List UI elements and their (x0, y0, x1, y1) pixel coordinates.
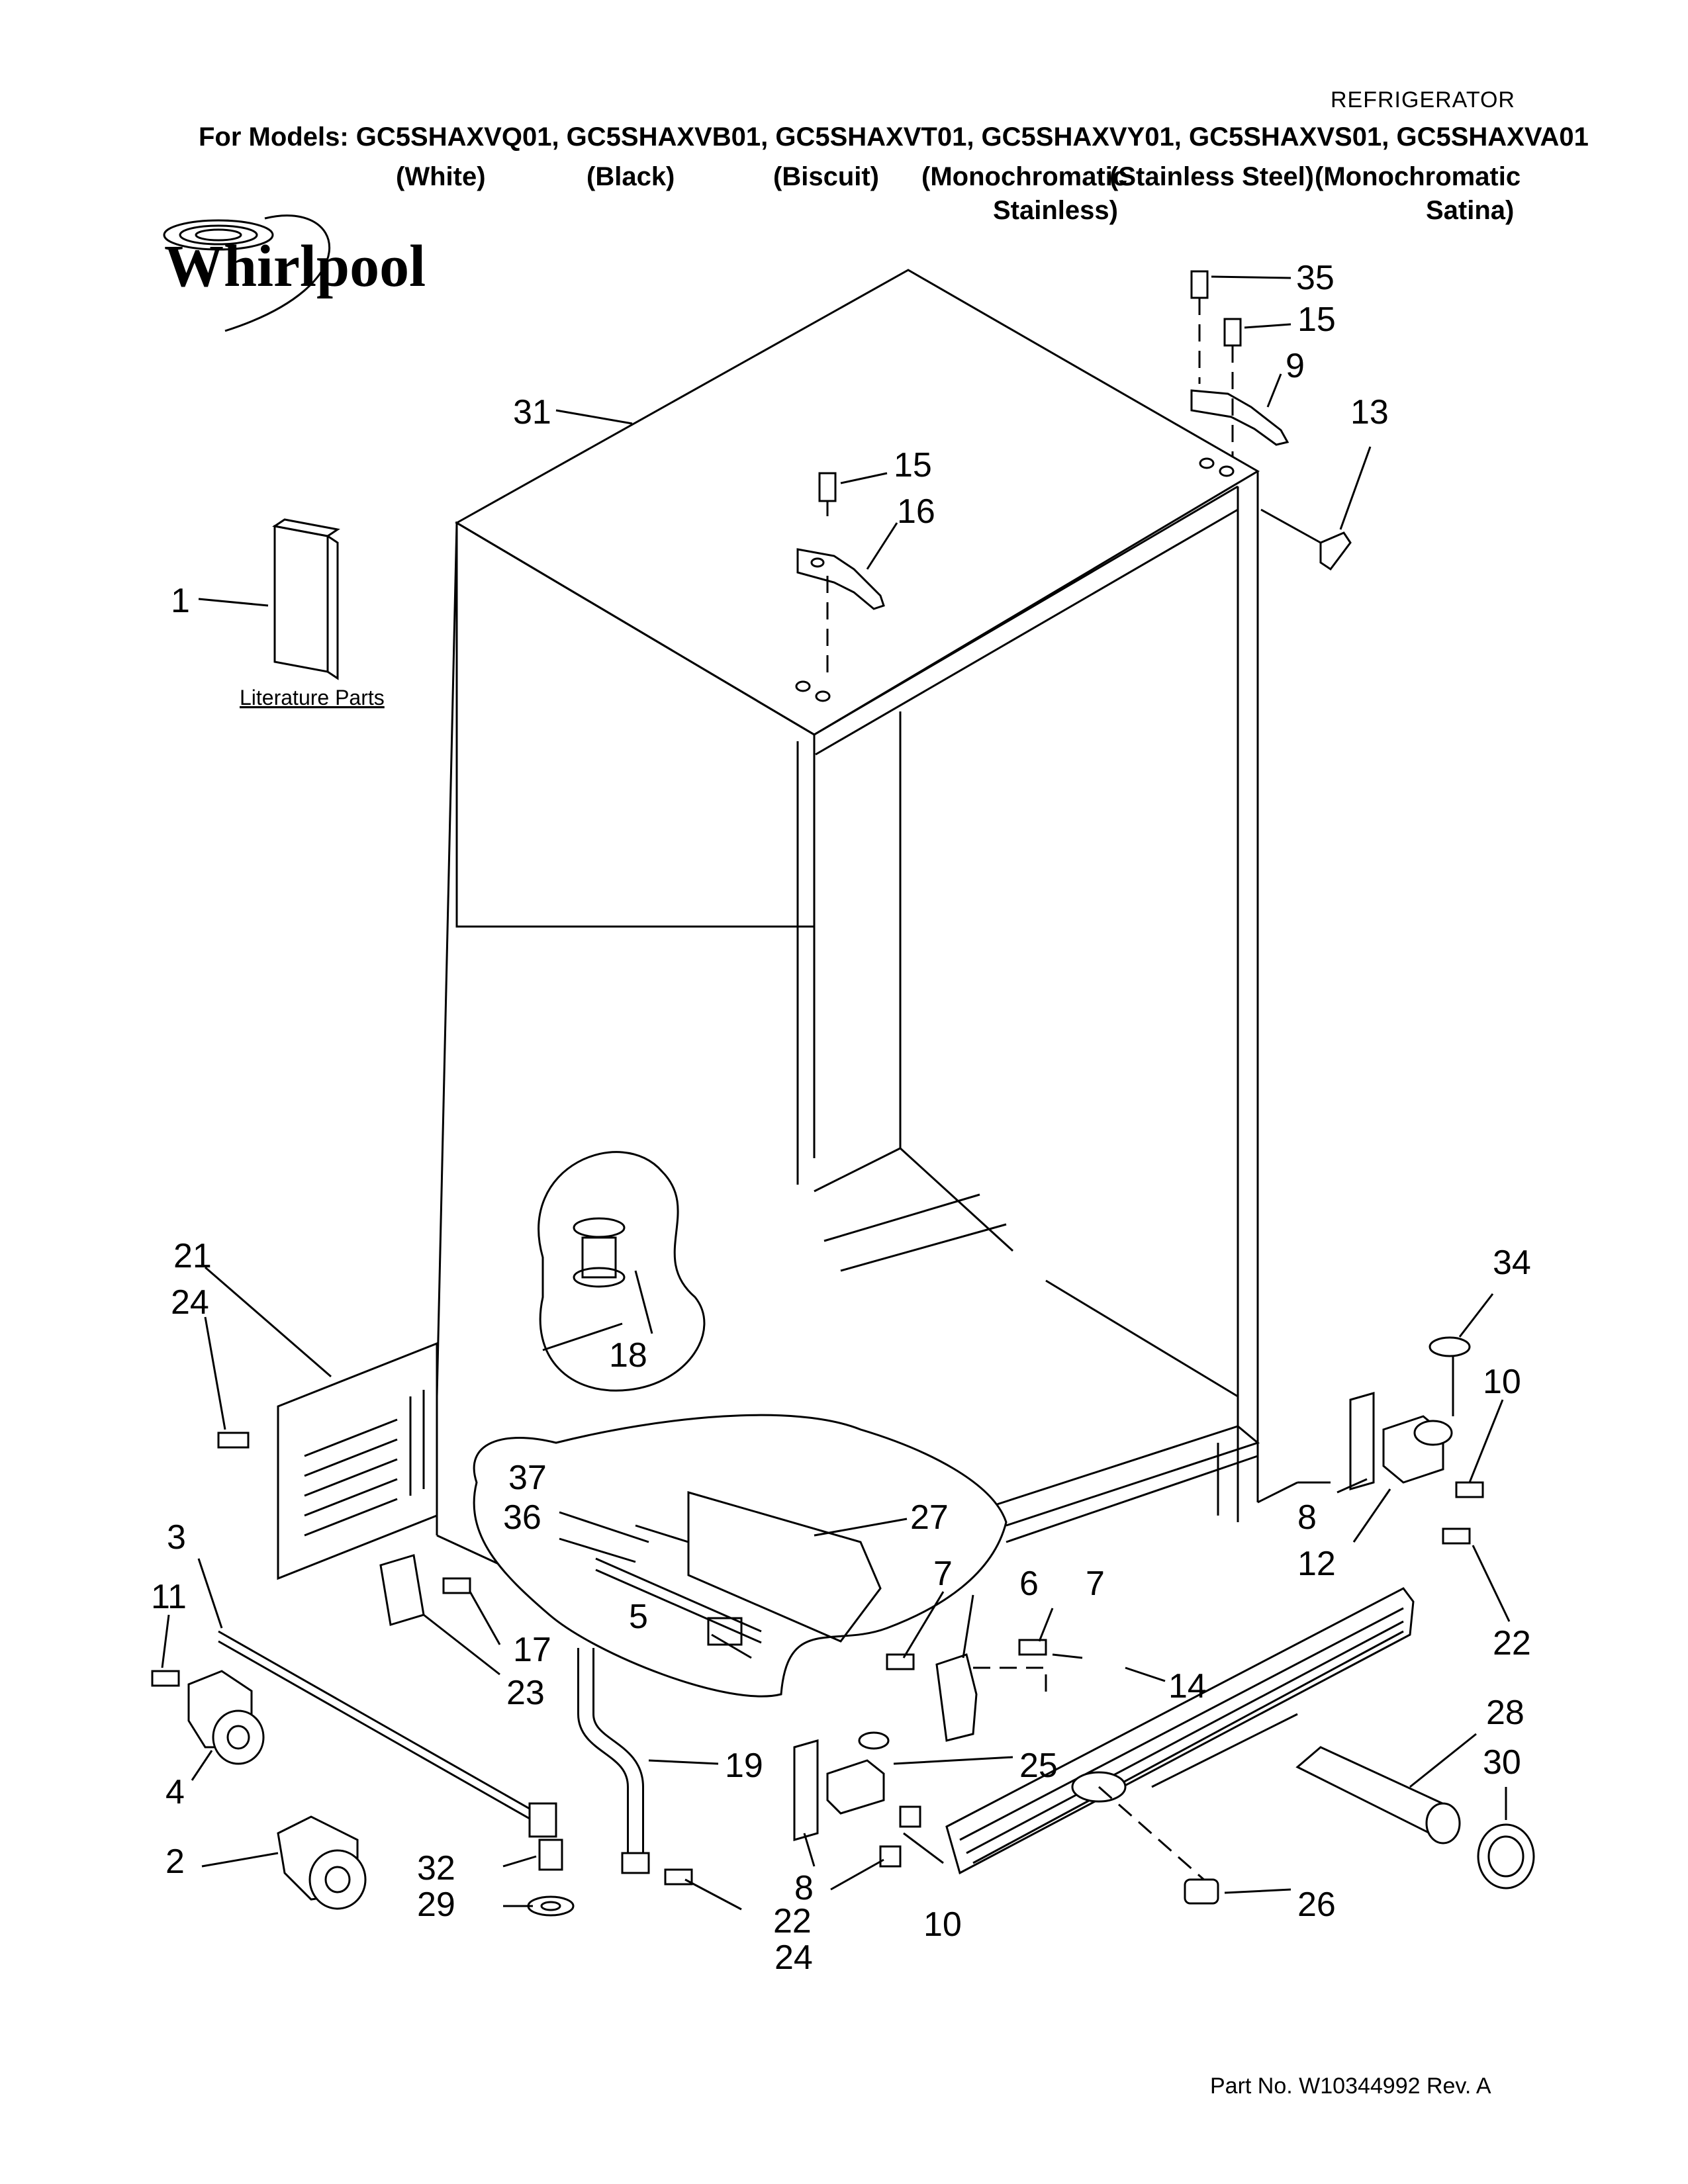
callout-25: 25 (1019, 1747, 1058, 1785)
callout-34: 34 (1493, 1244, 1531, 1282)
literature-parts-book (272, 518, 340, 680)
part-14-base-grille (945, 1587, 1415, 1888)
callout-7b: 7 (1086, 1565, 1105, 1603)
part-24-screw-left (217, 1432, 250, 1449)
callout-22b: 22 (1493, 1624, 1531, 1662)
part-13-clip (1319, 531, 1352, 571)
callout-9: 9 (1286, 347, 1305, 385)
callout-labels: 1 2 3 4 5 6 7 7 8 8 9 10 10 11 12 13 14 … (151, 259, 1531, 1977)
callout-8b: 8 (1297, 1498, 1317, 1537)
lower-hinge-right (1349, 1336, 1484, 1545)
variant-stainless-steel: (Stainless Steel) (1109, 162, 1315, 191)
whirlpool-swirl-logo: Whirlpool (163, 214, 426, 332)
callout-15b: 15 (1297, 300, 1336, 339)
callout-16: 16 (897, 492, 935, 531)
callout-21: 21 (173, 1237, 212, 1275)
callout-8a: 8 (794, 1869, 814, 1907)
callout-11: 11 (151, 1578, 187, 1616)
callout-1: 1 (171, 582, 190, 620)
part-23-bracket (379, 1554, 471, 1626)
callout-22a: 22 (773, 1902, 812, 1940)
variant-black: (Black) (586, 162, 675, 191)
callout-2: 2 (165, 1843, 185, 1881)
callout-32: 32 (417, 1849, 455, 1888)
part-number: Part No. W10344992 Rev. A (1210, 2073, 1491, 2099)
callout-23: 23 (506, 1674, 545, 1712)
callout-10a: 10 (923, 1905, 962, 1944)
variant-white: (White) (396, 162, 486, 191)
caster-assembly (151, 1630, 557, 1910)
part-6-bracket (935, 1653, 978, 1742)
callout-14: 14 (1168, 1667, 1207, 1706)
callout-30: 30 (1483, 1743, 1521, 1782)
category-label: REFRIGERATOR (1331, 87, 1515, 113)
callout-37: 37 (508, 1459, 547, 1497)
callout-10b: 10 (1483, 1363, 1521, 1401)
part-30-filter-cap (1477, 1823, 1535, 1889)
callout-6: 6 (1019, 1565, 1039, 1603)
valve-cutaway (473, 1414, 1008, 1698)
leader-lines (161, 275, 1511, 1911)
callout-5: 5 (629, 1598, 648, 1636)
callout-4: 4 (165, 1773, 185, 1811)
part-28-water-filter (1295, 1746, 1461, 1844)
part-7-screw-a (886, 1653, 915, 1670)
variant-biscuit: (Biscuit) (773, 162, 879, 191)
callout-26: 26 (1297, 1886, 1336, 1924)
variant-mono-stainless-2: Stainless) (993, 196, 1118, 225)
part-26-knob (1184, 1878, 1219, 1905)
callout-17: 17 (513, 1631, 551, 1669)
logo-text: Whirlpool (164, 234, 426, 299)
callout-27: 27 (910, 1498, 949, 1537)
callout-15a: 15 (894, 446, 932, 484)
callout-12: 12 (1297, 1545, 1336, 1583)
drain-cutaway (538, 1151, 706, 1392)
callout-36: 36 (503, 1498, 541, 1537)
models-line: For Models: GC5SHAXVQ01, GC5SHAXVB01, GC… (199, 122, 1589, 152)
callout-35: 35 (1296, 259, 1335, 297)
variant-mono-stainless-1: (Monochromatic (921, 162, 1128, 191)
variant-mono-satina-1: (Monochromatic (1315, 162, 1521, 191)
callout-29: 29 (417, 1886, 455, 1924)
callout-13: 13 (1350, 393, 1389, 432)
machine-compartment-cover (277, 1342, 438, 1580)
part-19-drain-tube (577, 1648, 650, 1874)
lower-hinge-left (793, 1731, 921, 1868)
literature-parts-label: Literature Parts (240, 686, 385, 709)
callout-7a: 7 (933, 1555, 953, 1593)
callout-18: 18 (609, 1336, 647, 1375)
top-hinge-center (796, 472, 885, 682)
callout-24a: 24 (171, 1283, 209, 1322)
callout-28: 28 (1486, 1694, 1524, 1732)
part-7-screw-b (1018, 1639, 1047, 1656)
callout-3: 3 (167, 1518, 186, 1557)
callout-19: 19 (725, 1747, 763, 1785)
callout-31: 31 (513, 393, 551, 432)
cabinet-shell (436, 269, 1331, 1696)
callout-24b: 24 (774, 1938, 813, 1977)
top-hinge-right (1190, 270, 1289, 457)
part-32-29-leveler (527, 1839, 575, 1917)
variant-mono-satina-2: Satina) (1426, 196, 1515, 225)
